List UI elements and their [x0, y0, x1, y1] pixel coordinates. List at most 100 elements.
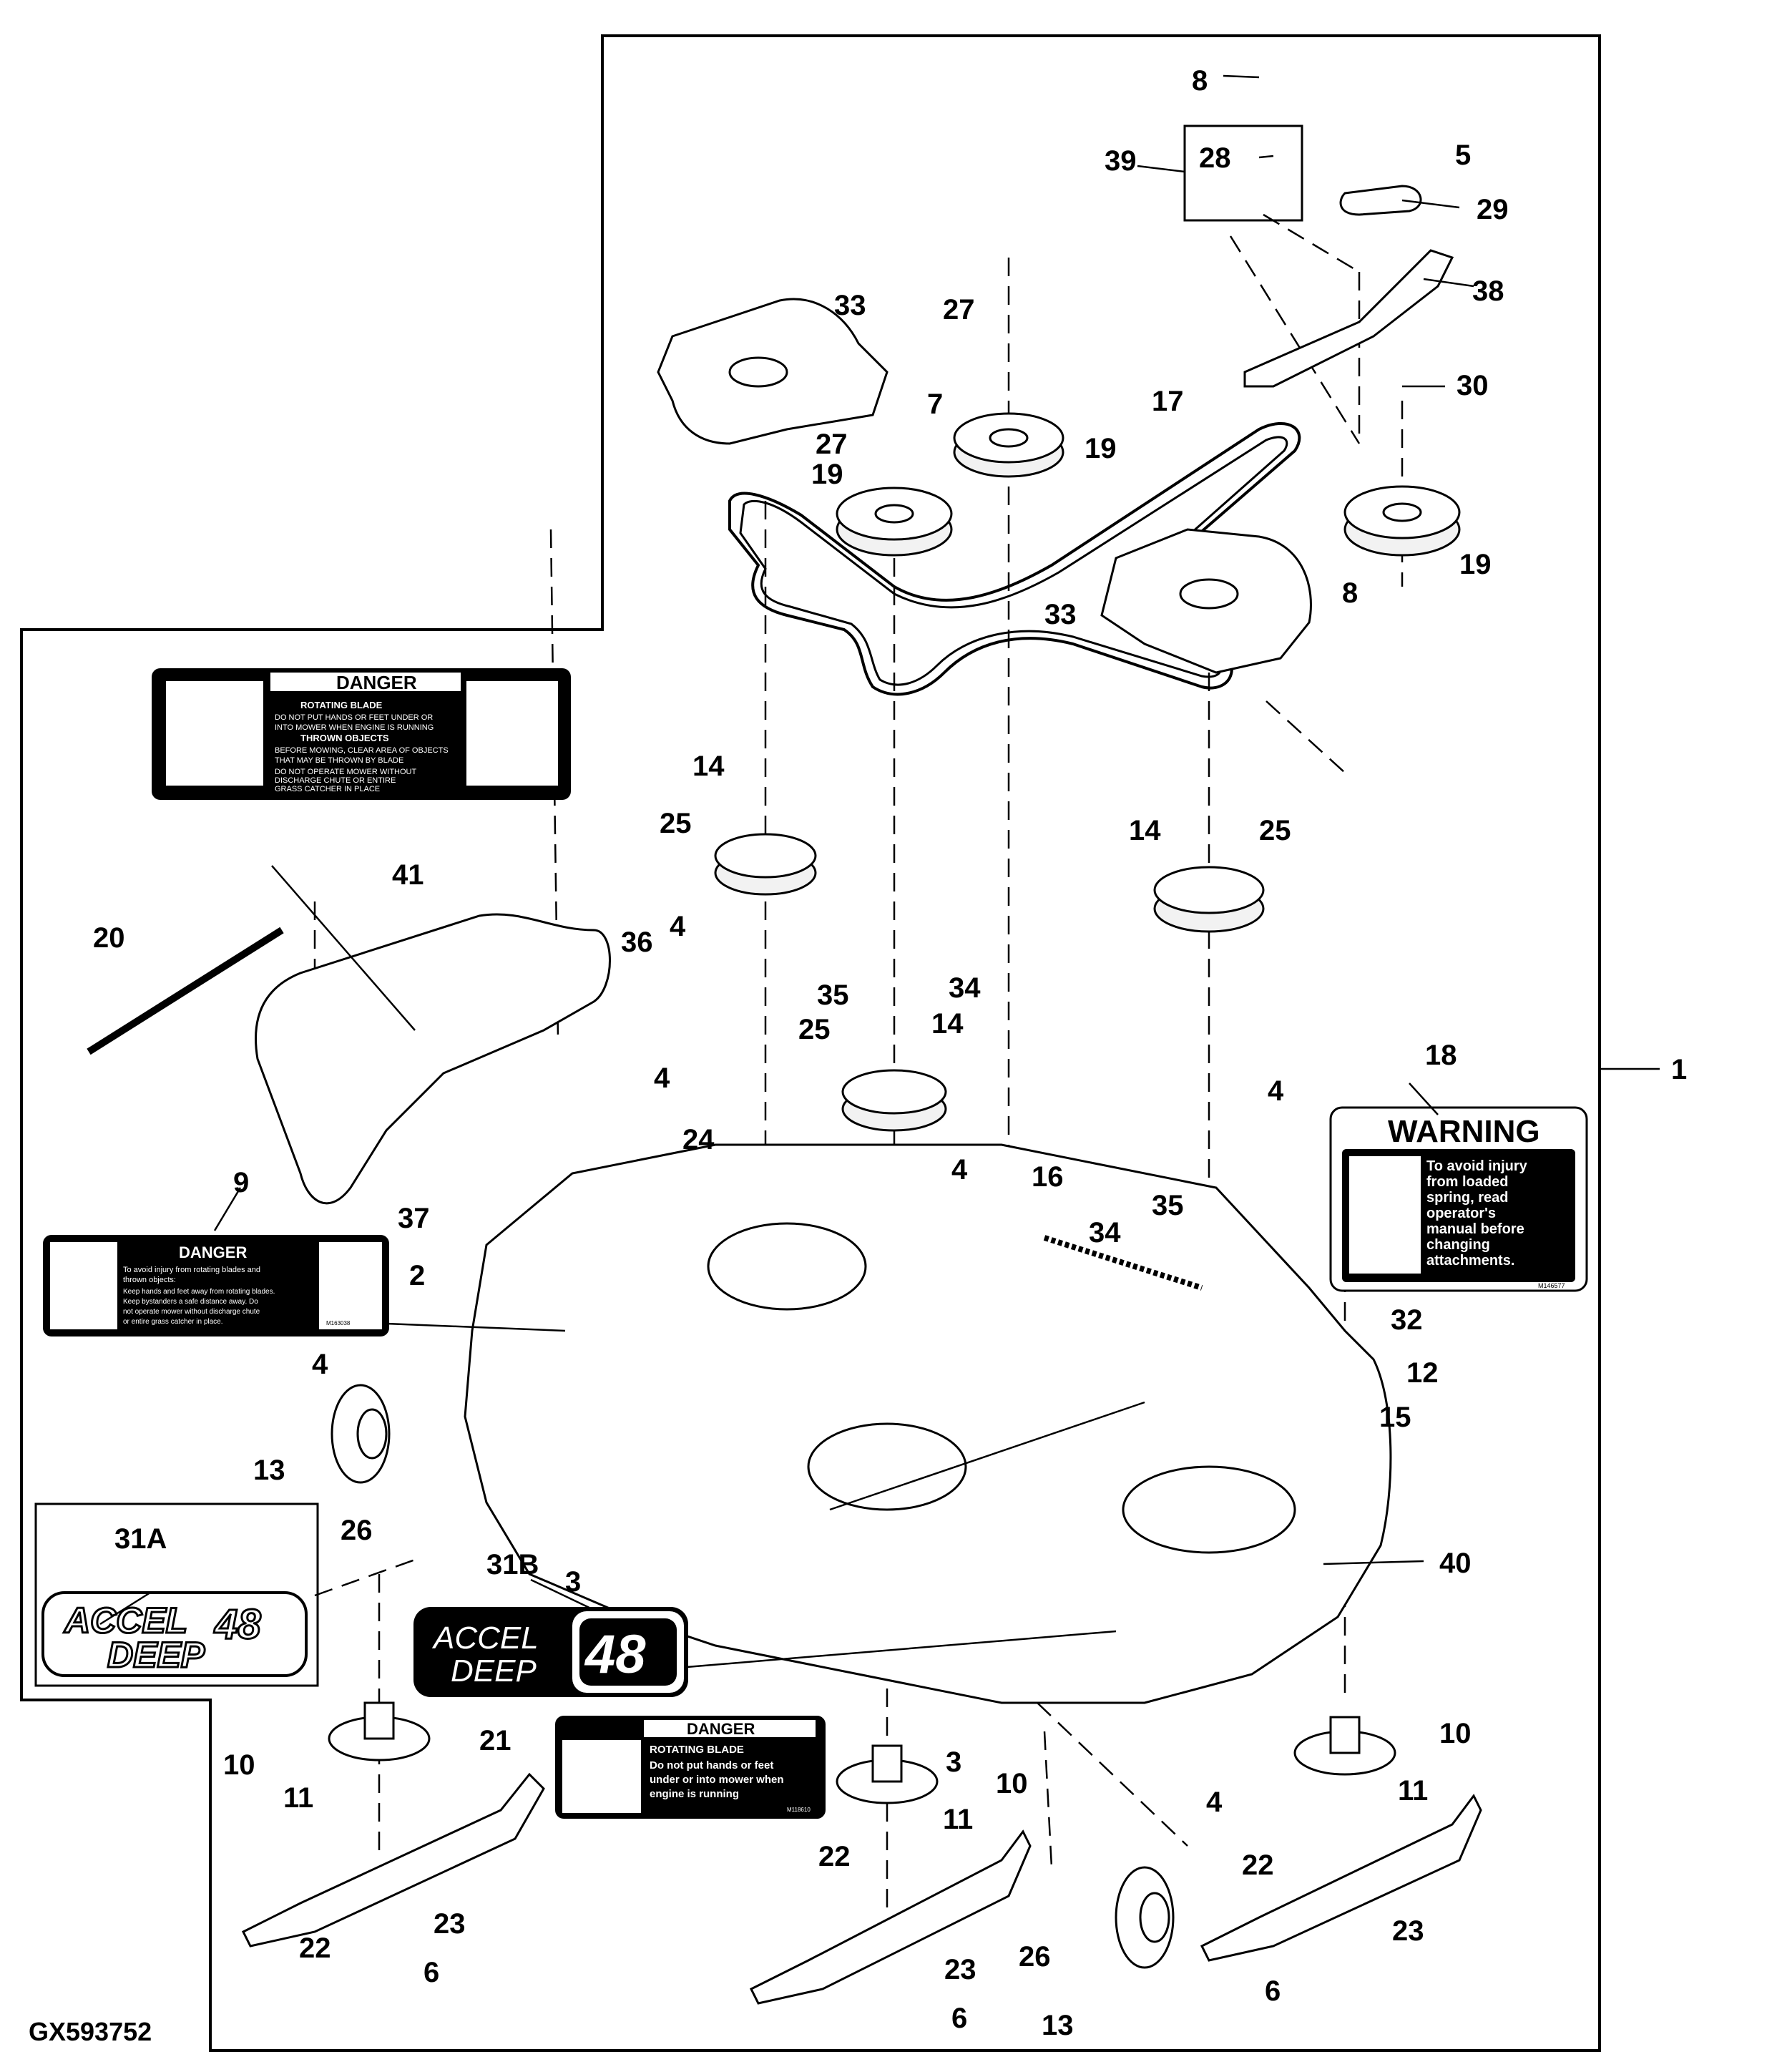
- callout-25-a: 25: [660, 808, 692, 839]
- callout-12: 12: [1406, 1357, 1439, 1389]
- danger-top-line6: THAT MAY BE THROWN BY BLADE: [275, 756, 403, 765]
- danger-top-line1: ROTATING BLADE: [300, 700, 383, 710]
- gauge-wheel-13-left: [331, 1384, 391, 1484]
- callout-11-c: 11: [1398, 1775, 1428, 1807]
- callout-38: 38: [1472, 275, 1504, 307]
- blade-22-left: [241, 1772, 545, 1948]
- callout-33-a: 33: [834, 290, 866, 321]
- warning-line4: operator's: [1426, 1206, 1496, 1221]
- decal-31b-line1: ACCEL: [431, 1621, 539, 1656]
- decal-31a-line1: ACCEL: [63, 1601, 187, 1641]
- danger-left-line4: Keep bystanders a safe distance away. Do: [123, 1298, 258, 1306]
- callout-14-c: 14: [1129, 815, 1161, 846]
- callout-41: 41: [392, 859, 424, 891]
- callout-19-a: 19: [811, 459, 843, 490]
- callout-13-b: 13: [1042, 2010, 1074, 2041]
- callout-29: 29: [1477, 194, 1509, 225]
- blade-22-right: [1200, 1794, 1482, 1962]
- danger-label-top: DANGER ROTATING BLADE DO NOT PUT HANDS O…: [152, 668, 571, 800]
- spindle-mount-right: [1122, 1465, 1296, 1554]
- warning-label-18: WARNING To avoid injury from loaded spri…: [1329, 1106, 1588, 1292]
- callout-31b: 31B: [486, 1549, 539, 1580]
- warning-code: M146577: [1538, 1282, 1565, 1289]
- callout-17: 17: [1152, 386, 1184, 417]
- mower-deck-40: [464, 1143, 1392, 1704]
- danger-left-code: M163038: [326, 1320, 351, 1326]
- callout-33-b: 33: [1044, 599, 1077, 630]
- danger-left-line3: Keep hands and feet away from rotating b…: [123, 1288, 275, 1296]
- callout-3-a: 3: [565, 1566, 581, 1598]
- spindle-10-left: [328, 1701, 431, 1761]
- callout-19-b: 19: [1085, 433, 1117, 464]
- danger-left-line2: thrown objects:: [123, 1276, 176, 1284]
- danger-left-heading: DANGER: [179, 1243, 247, 1261]
- callout-20: 20: [93, 922, 125, 954]
- decal-31a-line2: DEEP: [107, 1635, 205, 1675]
- callout-14-b: 14: [931, 1008, 964, 1040]
- callout-26-a: 26: [341, 1515, 373, 1546]
- chute-rod-20: [87, 927, 284, 1055]
- danger-top-line7: DO NOT OPERATE MOWER WITHOUT: [275, 768, 416, 776]
- callout-39: 39: [1105, 145, 1137, 177]
- warning-heading: WARNING: [1388, 1114, 1540, 1149]
- danger-left-line6: or entire grass catcher in place.: [123, 1318, 223, 1326]
- discharge-chute-41: [255, 913, 611, 1205]
- danger-top-line4: THROWN OBJECTS: [300, 733, 389, 743]
- danger-top-code: M163849: [501, 788, 528, 796]
- callout-15: 15: [1379, 1402, 1411, 1433]
- warning-line1: To avoid injury: [1426, 1158, 1528, 1174]
- callout-36: 36: [621, 927, 653, 958]
- spindle-pulley-25-a: [714, 833, 817, 896]
- callout-4-d: 4: [1268, 1075, 1284, 1107]
- gauge-wheel-13-right: [1115, 1866, 1175, 1969]
- callout-11-a: 11: [283, 1782, 313, 1814]
- danger-label-left: DANGER To avoid injury from rotating bla…: [43, 1235, 389, 1336]
- callout-4-a: 4: [670, 911, 686, 942]
- spindle-mount-center: [807, 1422, 967, 1511]
- callout-16: 16: [1032, 1161, 1064, 1193]
- warning-line7: attachments.: [1426, 1253, 1514, 1269]
- callout-25-b: 25: [798, 1014, 831, 1045]
- danger-top-line3: INTO MOWER WHEN ENGINE IS RUNNING: [275, 723, 434, 732]
- callout-34-b: 34: [1089, 1217, 1121, 1248]
- blade-22-center: [749, 1829, 1032, 2005]
- callout-22-b: 22: [818, 1841, 851, 1872]
- callout-4-f: 4: [1206, 1787, 1223, 1818]
- belt-guard-33-left: [657, 298, 888, 445]
- callout-1: 1: [1671, 1054, 1687, 1085]
- idler-pulley-19-a: [953, 412, 1064, 478]
- callout-6-b: 6: [951, 2003, 967, 2034]
- figure-id: GX593752: [29, 2017, 152, 2046]
- danger-bottom-heading: DANGER: [687, 1720, 755, 1738]
- danger-left-line1: To avoid injury from rotating blades and: [123, 1266, 260, 1274]
- callout-2: 2: [409, 1260, 425, 1291]
- warning-line5: manual before: [1426, 1221, 1524, 1237]
- callout-27-a: 27: [943, 294, 975, 326]
- danger-top-heading: DANGER: [336, 672, 417, 693]
- callout-23-c: 23: [1392, 1915, 1424, 1947]
- danger-bottom-line2: Do not put hands or feet: [650, 1759, 773, 1772]
- belt-guard-33-right: [1100, 528, 1312, 674]
- callout-37: 37: [398, 1203, 430, 1234]
- danger-label-bottom: DANGER ROTATING BLADE Do not put hands o…: [555, 1716, 826, 1819]
- callout-31a: 31A: [114, 1523, 167, 1555]
- danger-bottom-code: M118610: [787, 1807, 811, 1813]
- callout-8-b: 8: [1342, 577, 1358, 609]
- assembly-frame: [20, 34, 1601, 2052]
- callout-32: 32: [1391, 1304, 1423, 1336]
- idler-pulley-19-b: [836, 487, 953, 557]
- leader-lines: [99, 74, 1660, 1668]
- decal-31a-number: 48: [214, 1601, 261, 1648]
- callout-24: 24: [682, 1124, 715, 1155]
- danger-top-line9: GRASS CATCHER IN PLACE: [275, 785, 380, 793]
- callout-35-a: 35: [817, 979, 849, 1011]
- callout-23-a: 23: [434, 1908, 466, 1940]
- callout-26-b: 26: [1019, 1941, 1051, 1973]
- warning-line3: spring, read: [1426, 1190, 1508, 1206]
- callout-27-b: 27: [816, 429, 848, 460]
- box-39-frame: [1183, 124, 1303, 222]
- callout-25-c: 25: [1259, 815, 1291, 846]
- danger-top-line8: DISCHARGE CHUTE OR ENTIRE: [275, 776, 396, 785]
- callout-10-c: 10: [1439, 1718, 1472, 1749]
